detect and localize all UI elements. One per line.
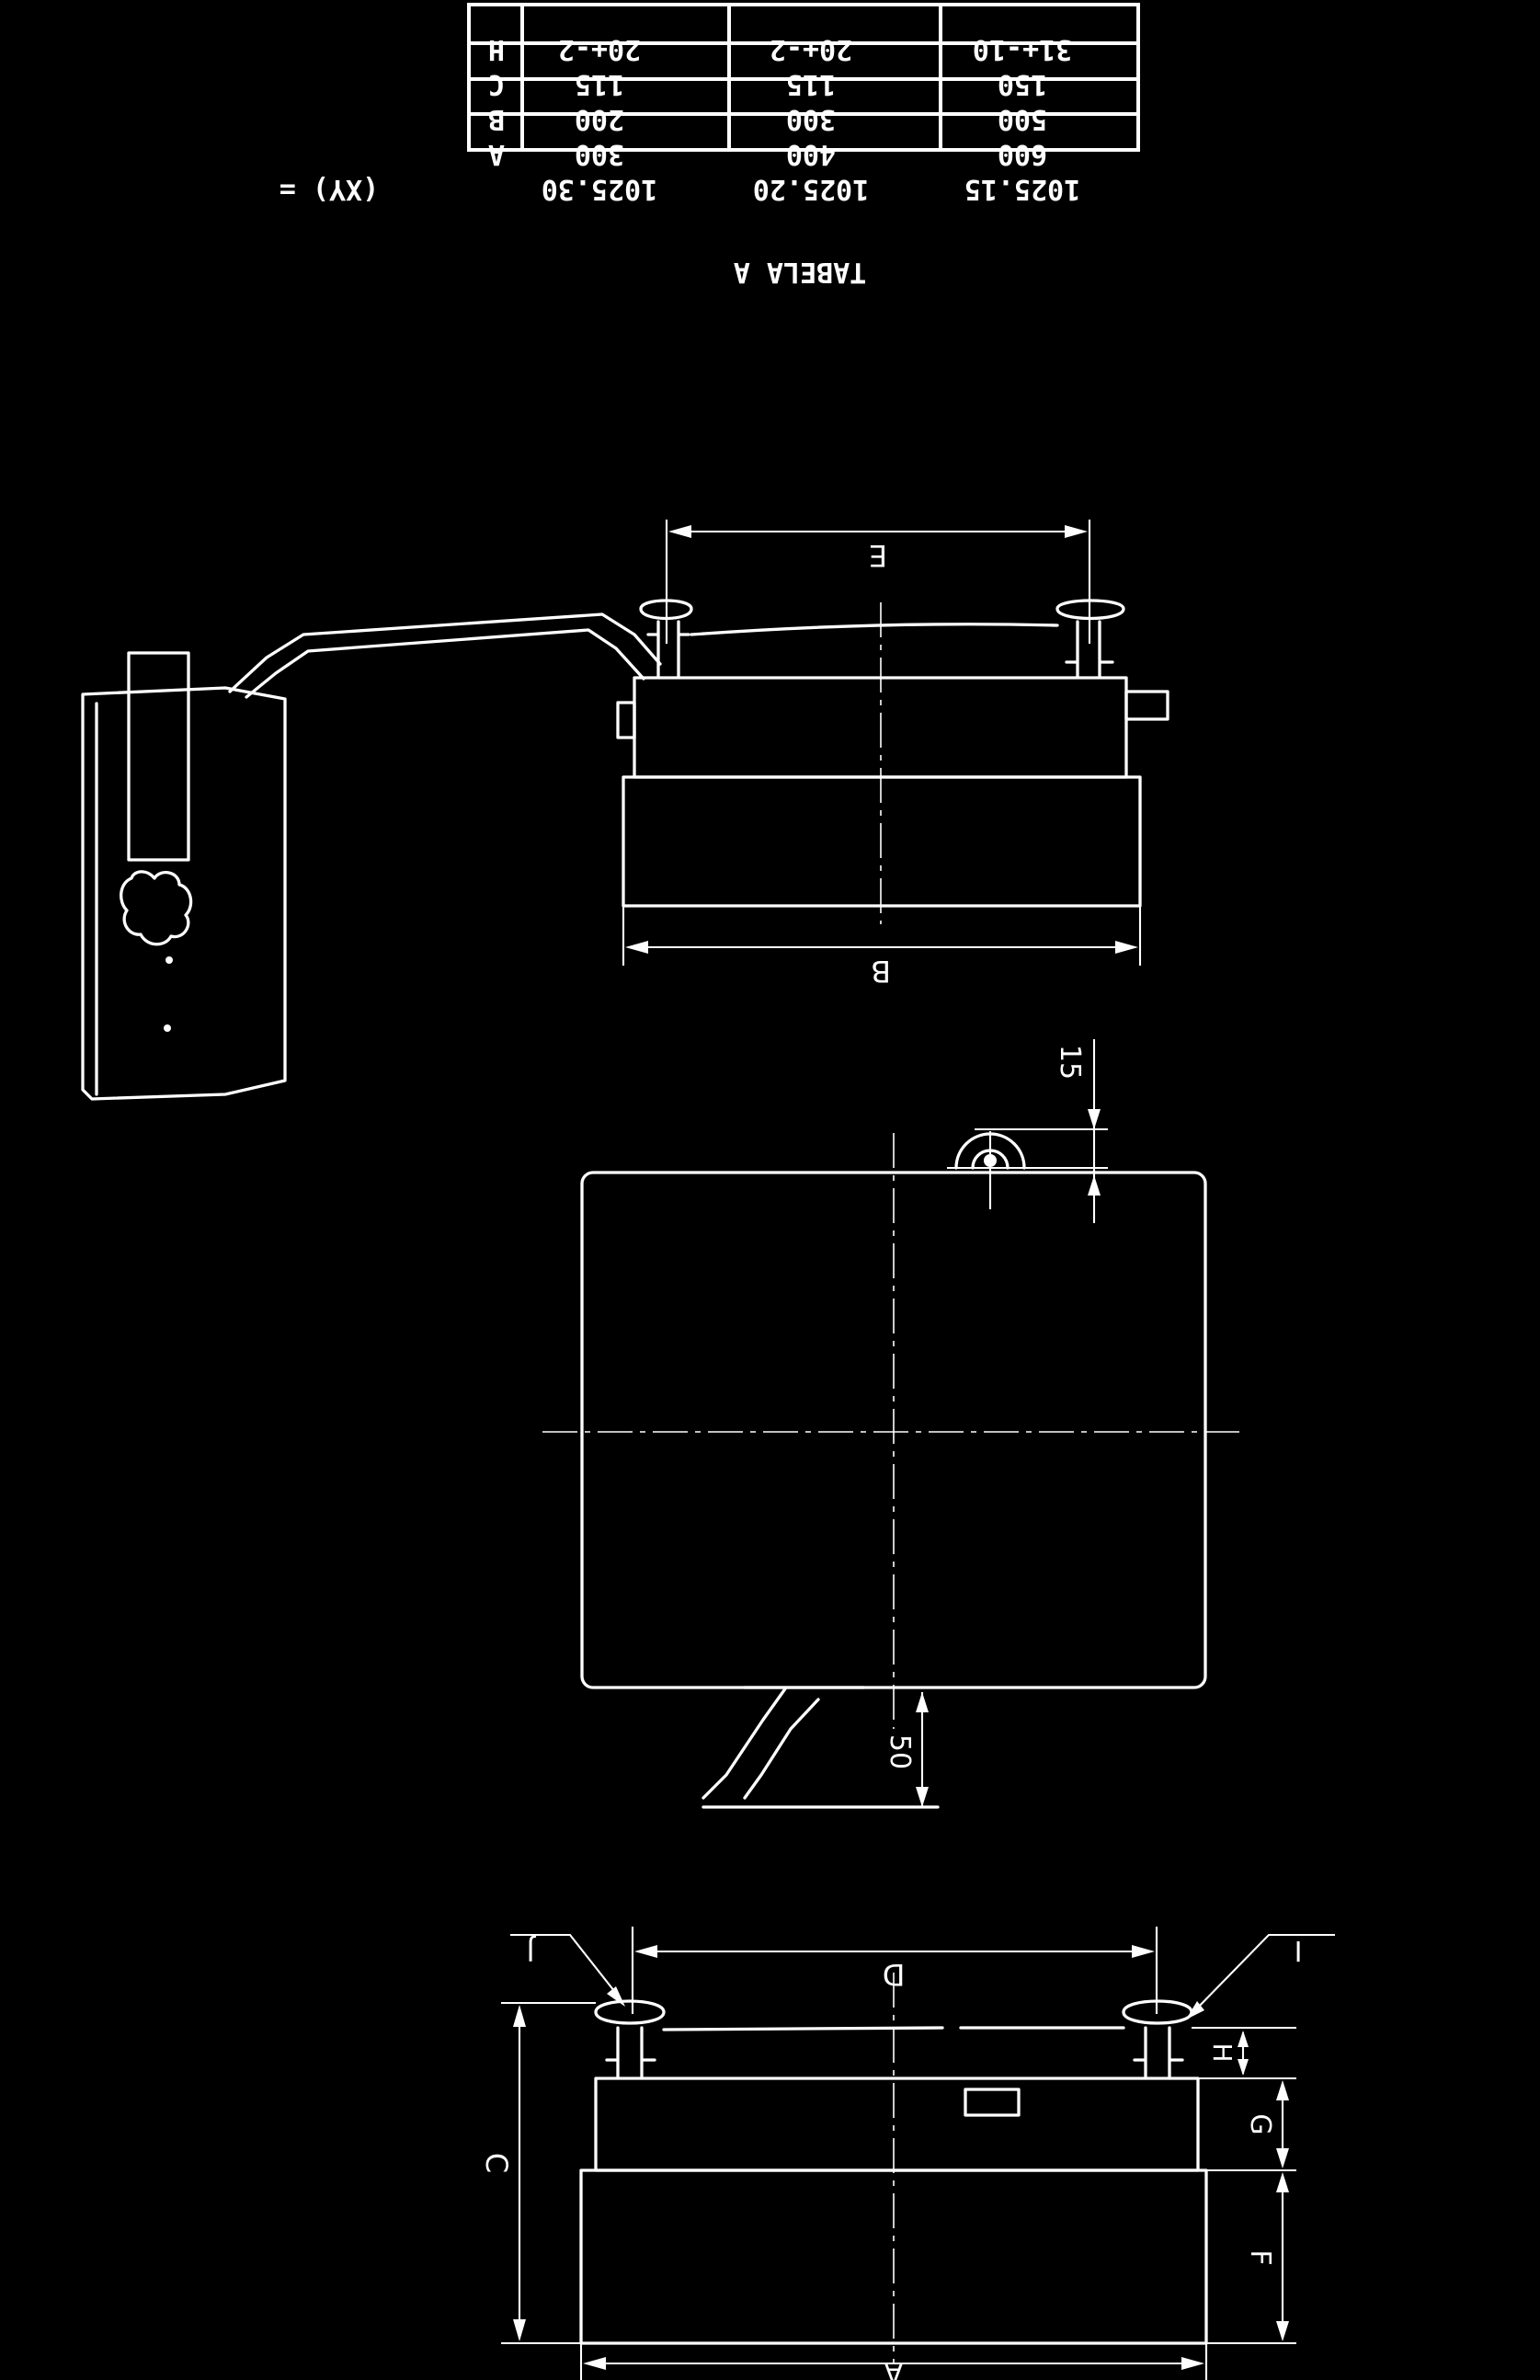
- table-cell: 31+-10: [973, 33, 1072, 65]
- dimension-label-b: B: [871, 954, 891, 989]
- table-col-header: 1025.30: [542, 173, 657, 205]
- dimension-label-j: J: [527, 1934, 537, 1966]
- table-caption: TABELA A: [734, 256, 867, 288]
- table-row-label: H: [488, 33, 505, 65]
- table-cell: 600: [998, 138, 1047, 170]
- dimension-label-f: F: [1244, 2249, 1276, 2265]
- plan-view: 15 50: [542, 1039, 1246, 1809]
- front-view: D J I A C: [479, 1927, 1335, 2380]
- table-cell: 200: [575, 103, 624, 135]
- table-cell: 115: [786, 68, 836, 100]
- table-cell: 20+-2: [770, 33, 852, 65]
- dimension-label-g: G: [1244, 2113, 1276, 2134]
- table-col-header: 1025.20: [753, 173, 869, 205]
- table-cell: 300: [786, 103, 836, 135]
- table-row-label: B: [488, 103, 505, 135]
- table-cell: 300: [575, 138, 624, 170]
- dimension-table: TABELA A (XY) = 1025.15 1025.20 1025.30 …: [279, 3, 1140, 288]
- dimension-label-e: E: [869, 538, 887, 573]
- top-view: E B: [81, 520, 1169, 1101]
- dimension-label-a: A: [884, 2356, 903, 2380]
- table-row-label: C: [488, 68, 505, 100]
- table-cell: 400: [786, 138, 836, 170]
- dimension-label-50: 50: [884, 1734, 916, 1769]
- table-cell: 500: [998, 103, 1047, 135]
- dimension-label-15: 15: [1054, 1045, 1086, 1080]
- dimension-label-c: C: [479, 2153, 514, 2173]
- dimension-label-i: I: [1295, 1934, 1303, 1966]
- table-cell: 20+-2: [558, 33, 641, 65]
- table-row-label: A: [488, 138, 505, 170]
- table-cell: 150: [998, 68, 1047, 100]
- table-cell: 115: [575, 68, 624, 100]
- dimension-label-h: H: [1207, 2042, 1238, 2062]
- table-col-header: 1025.15: [964, 173, 1080, 205]
- table-row-prefix: (XY) =: [279, 173, 379, 205]
